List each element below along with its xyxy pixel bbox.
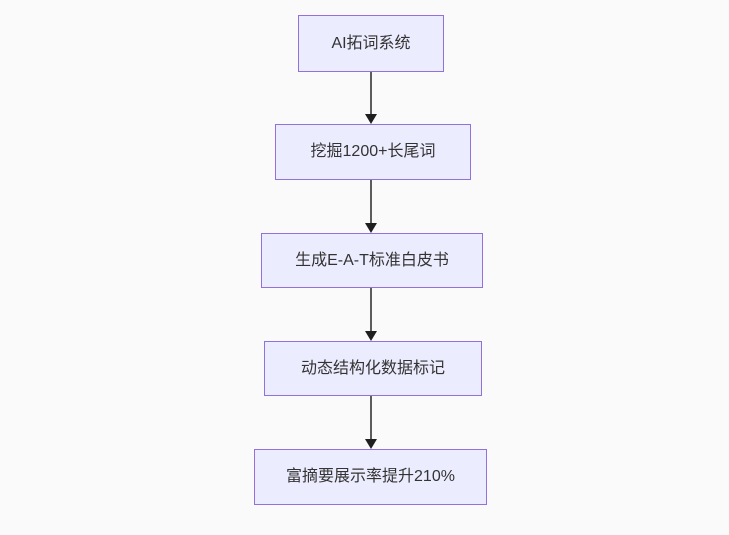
arrow-down-icon <box>364 288 378 341</box>
arrowhead-icon <box>365 223 377 233</box>
arrow-down-icon <box>364 396 378 449</box>
node-label: 富摘要展示率提升210% <box>286 468 455 486</box>
arrowhead-icon <box>365 331 377 341</box>
node-label: 挖掘1200+长尾词 <box>310 143 436 161</box>
arrow-down-icon <box>364 72 378 124</box>
flowchart-node-structured-data-markup: 动态结构化数据标记 <box>264 341 482 396</box>
arrowhead-icon <box>365 439 377 449</box>
node-label: AI拓词系统 <box>331 34 411 52</box>
flowchart-node-ai-keyword-system: AI拓词系统 <box>298 15 444 72</box>
arrowhead-icon <box>365 114 377 124</box>
arrow-line <box>370 396 372 440</box>
arrow-line <box>370 288 372 332</box>
flowchart-node-eat-whitepaper: 生成E-A-T标准白皮书 <box>261 233 483 288</box>
arrow-down-icon <box>364 180 378 233</box>
node-label: 生成E-A-T标准白皮书 <box>295 251 449 269</box>
flowchart-node-longtail-mining: 挖掘1200+长尾词 <box>275 124 471 180</box>
arrow-line <box>370 72 372 115</box>
node-label: 动态结构化数据标记 <box>300 359 445 377</box>
flowchart-node-rich-snippet-result: 富摘要展示率提升210% <box>254 449 487 505</box>
arrow-line <box>370 180 372 224</box>
